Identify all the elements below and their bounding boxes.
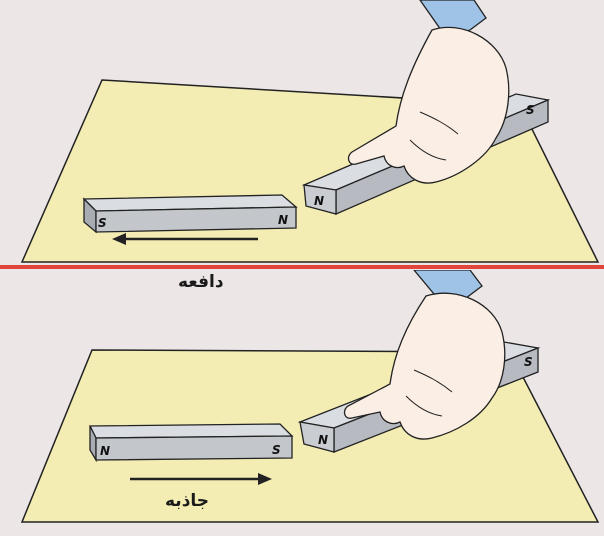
floor-magnet-left-pole: N: [100, 444, 110, 458]
held-magnet-far-pole: S: [526, 103, 535, 117]
repulsion-caption: دافعه: [178, 272, 224, 292]
attraction-caption: جاذبه: [165, 491, 210, 511]
floor-magnet-left-pole: S: [98, 216, 107, 230]
held-magnet-near-pole: N: [314, 194, 324, 208]
held-magnet-near-pole: N: [318, 433, 328, 447]
attraction-panel: N S N S: [0, 269, 604, 532]
attraction-illustration: N S N S: [20, 269, 600, 523]
floor-magnet-right-pole: S: [272, 443, 281, 457]
hand: [343, 292, 506, 440]
hand: [347, 26, 510, 184]
motion-arrow-right: [130, 473, 272, 485]
motion-arrow-left: [112, 233, 258, 245]
floor-magnet: N S: [88, 423, 294, 463]
held-magnet-far-pole: S: [524, 355, 533, 369]
panel-divider: [0, 265, 604, 269]
repulsion-panel: S N N S: [0, 0, 604, 266]
repulsion-illustration: S N N S: [20, 0, 600, 263]
floor-magnet: S N: [82, 194, 298, 234]
floor-magnet-right-pole: N: [278, 213, 288, 227]
